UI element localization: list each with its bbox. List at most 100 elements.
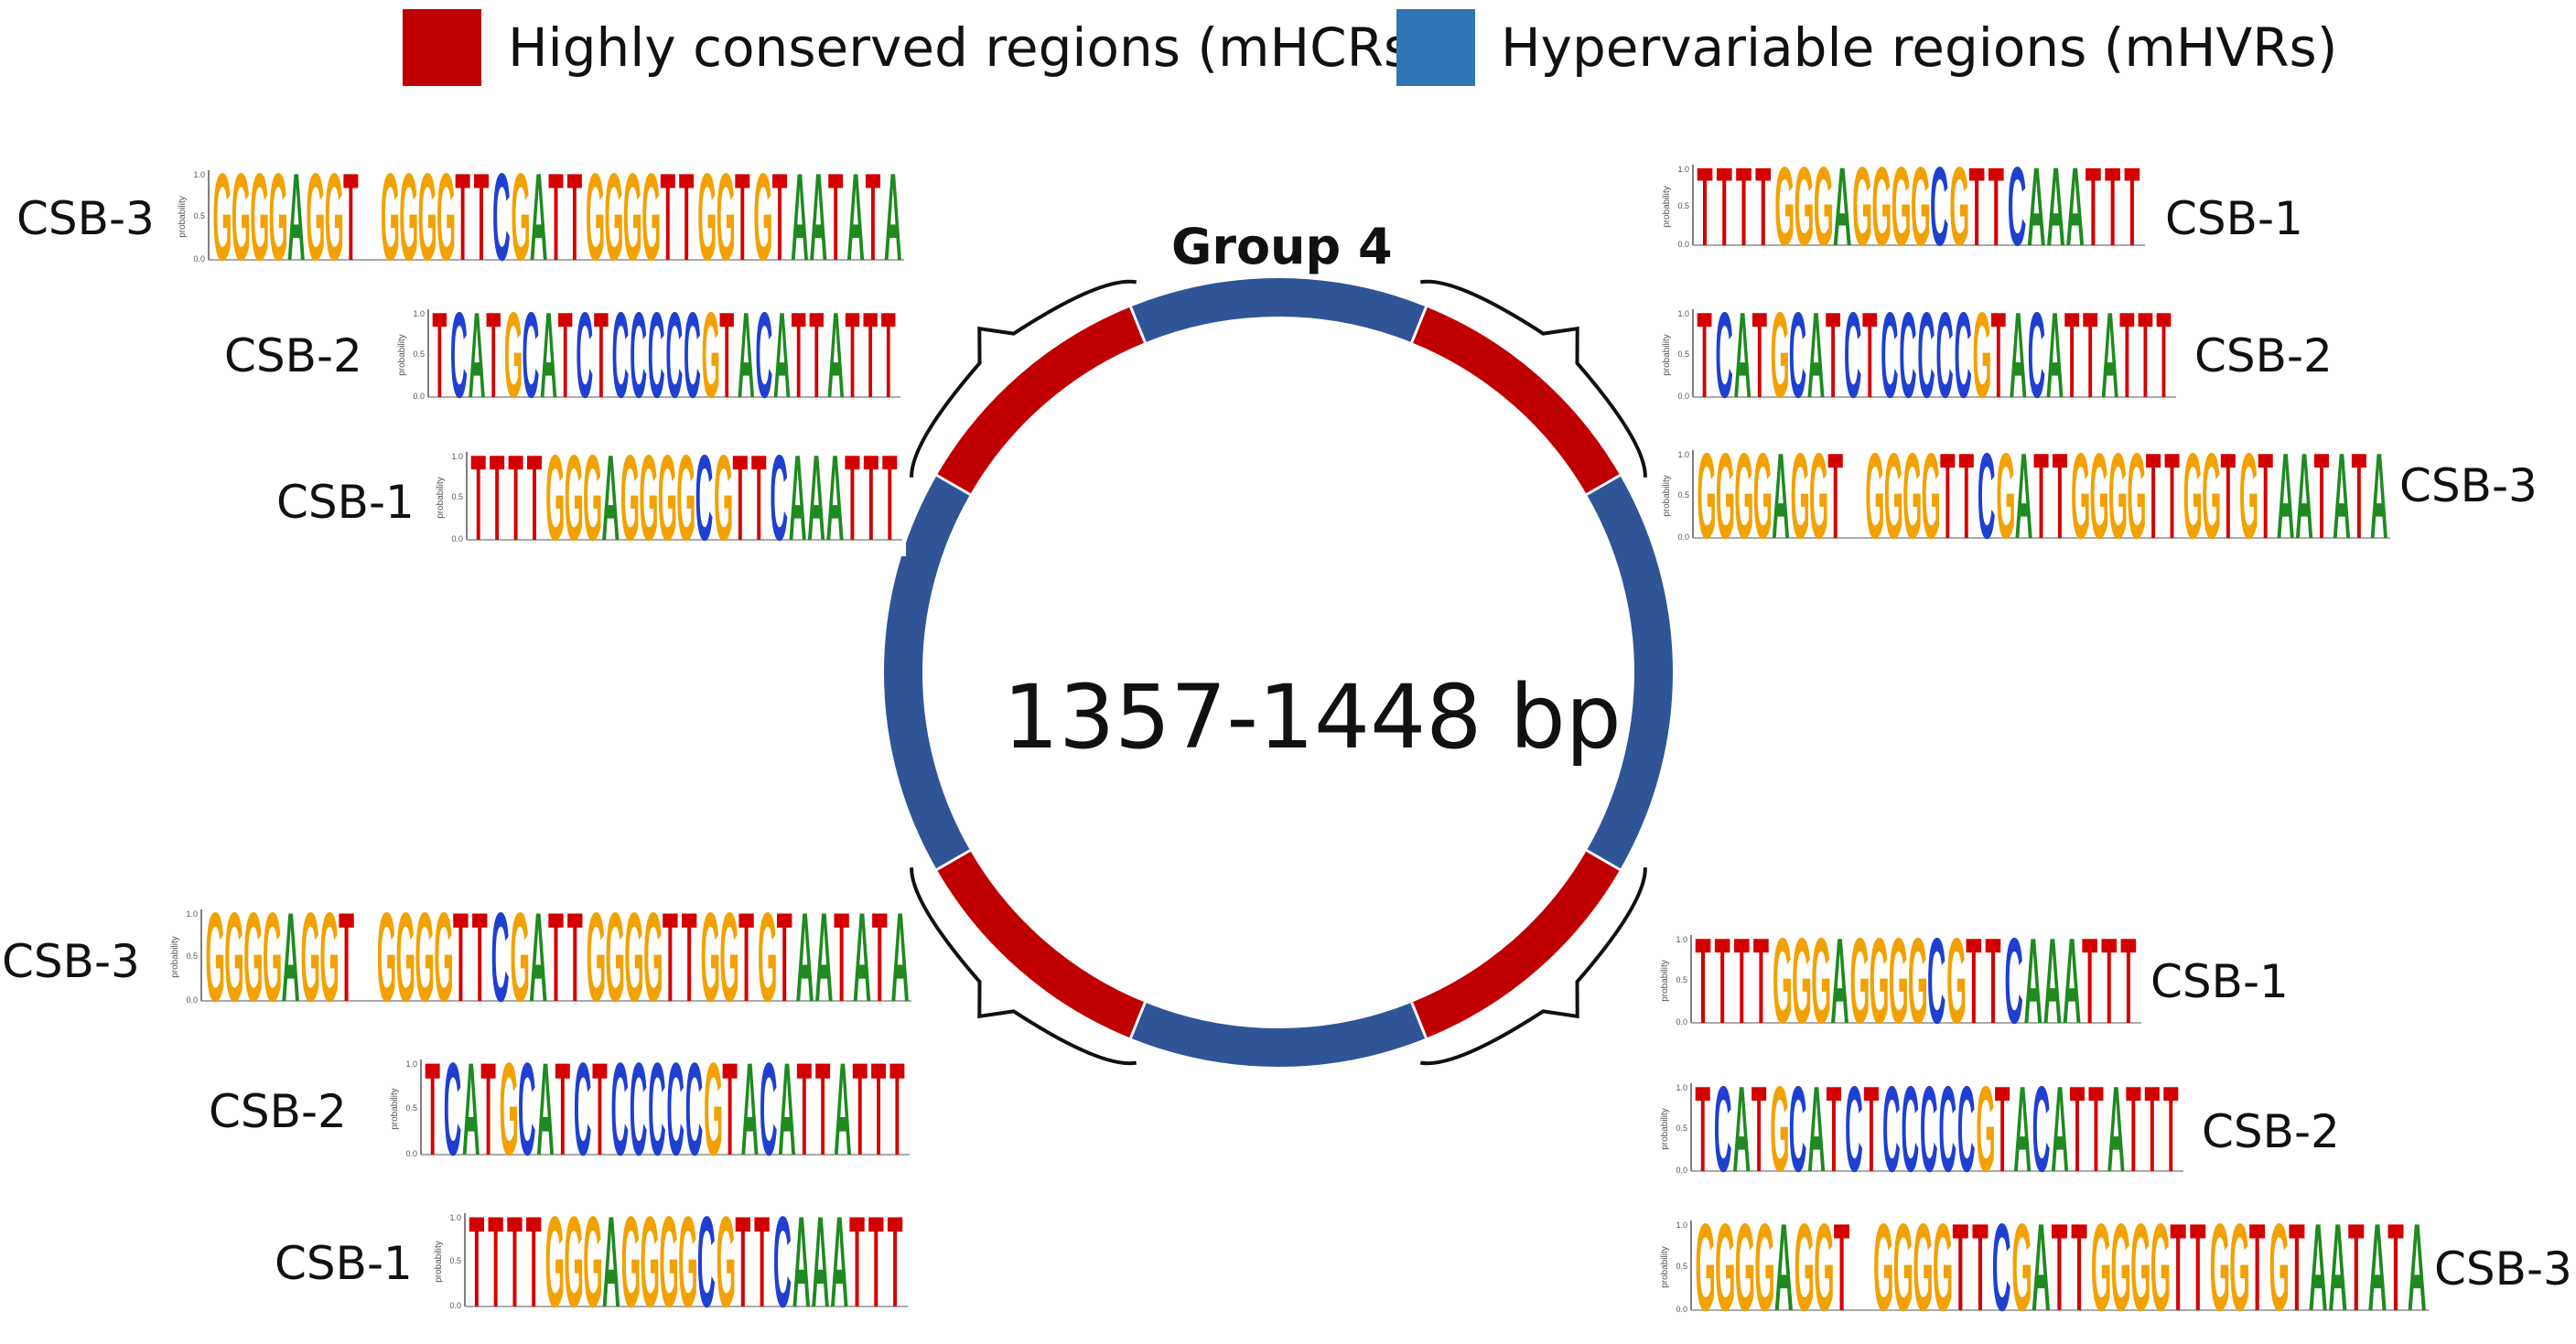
logo-tick-label: 1.0	[413, 309, 425, 318]
logo-letter: T	[828, 167, 844, 276]
logo-tick-label: 0.5	[193, 211, 205, 220]
logo-letter: A	[2046, 161, 2064, 262]
logo-y-label: probability	[1662, 475, 1672, 517]
logo-letter: T	[2164, 446, 2180, 554]
logo-letter: T	[845, 448, 860, 556]
logo-letter: A	[826, 448, 845, 556]
logo-letter: T	[2190, 1217, 2206, 1327]
logo-letter: T	[1734, 931, 1750, 1039]
logo-letter: T	[470, 448, 486, 556]
logo-letter: G	[1792, 931, 1812, 1039]
logo-letter: T	[2101, 931, 2117, 1039]
ring-separator	[1410, 306, 1428, 343]
csb-label: CSB-3	[16, 192, 155, 245]
logo-letter: T	[474, 167, 490, 276]
logo-letter: T	[682, 906, 697, 1017]
logo-y-label: probability	[178, 196, 188, 238]
logo-tick-label: 1.0	[451, 452, 463, 461]
logo-tick-label: 0.0	[1676, 1017, 1687, 1027]
logo-letter: G	[605, 906, 625, 1017]
logo-letter: A	[884, 167, 902, 276]
logo-letter: C	[2008, 161, 2026, 262]
logo-letter: G	[325, 167, 344, 276]
logo-letter: G	[587, 906, 607, 1017]
logo-letter: T	[2289, 1217, 2305, 1327]
logo-letter: T	[809, 306, 824, 414]
logo-letter: A	[807, 448, 825, 556]
logo-letter: G	[212, 167, 232, 276]
logo-y-label: probability	[170, 936, 180, 978]
logo-letter: T	[2124, 161, 2139, 262]
logo-letter: A	[853, 906, 871, 1017]
logo-letter: G	[1695, 1217, 1715, 1327]
logo-letter: C	[684, 306, 701, 414]
logo-letter: G	[641, 167, 661, 276]
logo-tick-label: 0.5	[1677, 201, 1689, 210]
logo-letter: G	[269, 167, 288, 276]
logo-letter: T	[455, 167, 470, 276]
logo-letter: T	[486, 306, 501, 414]
logo-tick-label: 0.5	[1676, 1262, 1687, 1271]
logo-letter: T	[2348, 1217, 2365, 1327]
logo-letter: T	[852, 1056, 868, 1171]
logo-letter: G	[1791, 446, 1810, 554]
logo-letter: C	[1935, 306, 1953, 414]
logo-tick-label: 0.5	[1676, 1124, 1687, 1133]
logo-letter: G	[263, 906, 283, 1017]
logo-tick-label: 0.0	[1677, 392, 1689, 401]
logo-tick-label: 1.0	[193, 170, 205, 179]
ring-separator	[1586, 474, 1622, 496]
logo-letter: A	[2408, 1217, 2427, 1327]
logo-letter: G	[377, 906, 397, 1017]
csb-label: CSB-1	[2150, 955, 2289, 1008]
logo-letter: G	[2071, 446, 2090, 554]
ring-segment-conserved	[1411, 850, 1621, 1038]
logo-y-label: probability	[436, 477, 446, 519]
logo-letter: T	[567, 906, 583, 1017]
logo-letter: A	[812, 1210, 830, 1323]
logo-letter: T	[1751, 1080, 1767, 1188]
logo-letter: A	[2051, 1080, 2069, 1188]
logo-letter: T	[1695, 931, 1710, 1039]
legend-swatch-variable	[1396, 9, 1475, 86]
logo-letter: A	[2032, 1217, 2051, 1327]
logo-letter: A	[796, 906, 814, 1017]
logo-letter: T	[567, 167, 583, 276]
ring-segment-variable	[1586, 475, 1673, 870]
logo-letter: G	[1811, 931, 1831, 1039]
logo-letter: G	[1922, 446, 1941, 554]
logo-letter: G	[758, 906, 778, 1017]
logo-letter: T	[548, 906, 564, 1017]
logo-letter: T	[849, 1210, 865, 1323]
logo-letter: G	[717, 1210, 737, 1323]
logo-tick-label: 1.0	[1676, 1220, 1687, 1230]
logo-letter: G	[396, 906, 416, 1017]
logo-letter: G	[243, 906, 264, 1017]
csb-label: CSB-2	[2202, 1105, 2340, 1158]
logo-letter: T	[732, 448, 748, 556]
logo-letter: G	[510, 906, 530, 1017]
logo-letter: T	[1972, 1217, 1989, 1327]
csb-label: CSB-1	[276, 476, 415, 529]
logo-letter: T	[735, 167, 750, 276]
logo-letter: G	[659, 1210, 679, 1323]
logo-letter: G	[1754, 1217, 1774, 1327]
logo-letter: T	[777, 906, 792, 1017]
logo-letter: T	[834, 906, 849, 1017]
logo-letter: C	[770, 448, 788, 556]
logo-letter: C	[612, 306, 630, 414]
logo-tick-label: 0.0	[451, 534, 463, 543]
logo-letter: T	[2083, 306, 2097, 414]
logo-tick-label: 0.0	[1677, 532, 1689, 542]
csb-label: CSB-2	[209, 1085, 347, 1138]
ring-segment-variable	[1130, 1002, 1427, 1067]
logo-letter: C	[444, 1056, 462, 1171]
logo-letter: G	[564, 1210, 584, 1323]
logo-letter: A	[2368, 1217, 2387, 1327]
csb-label: CSB-3	[2399, 459, 2538, 512]
